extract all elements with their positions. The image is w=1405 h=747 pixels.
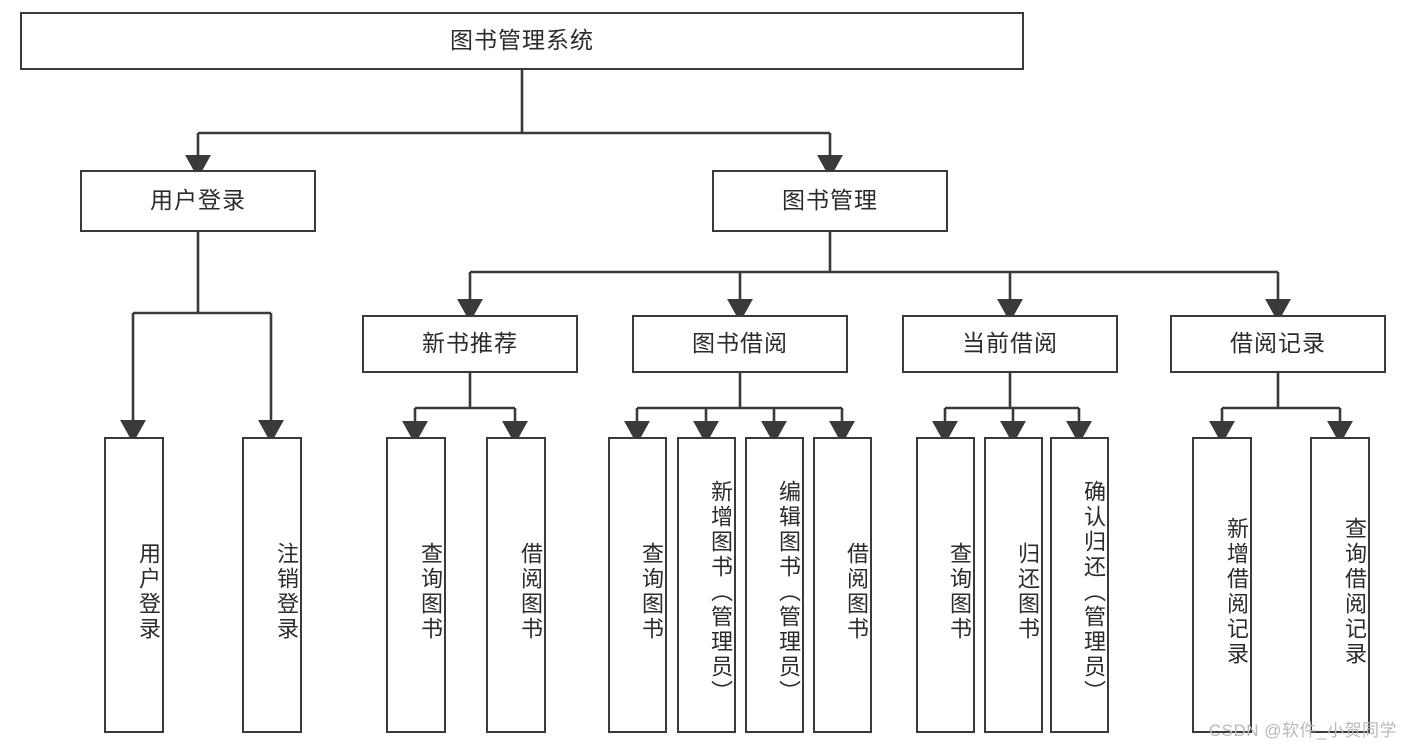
node-label: 借阅记录 <box>1230 330 1326 357</box>
node-label: 编辑图书（管理员） <box>776 479 801 705</box>
csdn-watermark: CSDN @软件_小贺同学 <box>1208 721 1397 740</box>
leaf-user-login[interactable]: 用户登录 <box>104 437 164 733</box>
node-label: 查询图书 <box>418 542 443 642</box>
leaf-borrow-book[interactable]: 借阅图书 <box>813 437 872 733</box>
node-root-system[interactable]: 图书管理系统 <box>20 12 1024 70</box>
leaf-query-book-recommend[interactable]: 查询图书 <box>386 437 446 733</box>
node-label: 新书推荐 <box>422 330 518 357</box>
leaf-add-borrow-record[interactable]: 新增借阅记录 <box>1192 437 1252 733</box>
leaf-logout[interactable]: 注销登录 <box>242 437 302 733</box>
node-label: 查询图书 <box>639 542 664 642</box>
node-book-management[interactable]: 图书管理 <box>712 170 948 232</box>
node-new-book-recommend[interactable]: 新书推荐 <box>362 315 578 373</box>
node-label: 图书管理 <box>782 187 878 214</box>
node-label: 用户登录 <box>150 187 246 214</box>
node-borrow-record[interactable]: 借阅记录 <box>1170 315 1386 373</box>
node-label: 图书管理系统 <box>450 27 594 54</box>
node-label: 注销登录 <box>274 542 299 642</box>
leaf-query-book-current[interactable]: 查询图书 <box>916 437 975 733</box>
leaf-query-book-borrow[interactable]: 查询图书 <box>608 437 667 733</box>
leaf-confirm-return-admin[interactable]: 确认归还（管理员） <box>1050 437 1109 733</box>
node-label: 归还图书 <box>1015 542 1040 642</box>
node-label: 借阅图书 <box>518 542 543 642</box>
node-label: 新增图书（管理员） <box>708 479 733 705</box>
node-current-borrow[interactable]: 当前借阅 <box>902 315 1118 373</box>
node-label: 借阅图书 <box>844 542 869 642</box>
node-label: 查询借阅记录 <box>1342 517 1367 667</box>
node-label: 用户登录 <box>136 542 161 642</box>
node-label: 图书借阅 <box>692 330 788 357</box>
node-label: 新增借阅记录 <box>1224 517 1249 667</box>
node-label: 当前借阅 <box>962 330 1058 357</box>
leaf-query-borrow-record[interactable]: 查询借阅记录 <box>1310 437 1370 733</box>
node-book-borrow[interactable]: 图书借阅 <box>632 315 848 373</box>
node-label: 确认归还（管理员） <box>1081 479 1106 705</box>
node-user-login[interactable]: 用户登录 <box>80 170 316 232</box>
leaf-add-book-admin[interactable]: 新增图书（管理员） <box>677 437 736 733</box>
leaf-return-book[interactable]: 归还图书 <box>984 437 1043 733</box>
node-label: 查询图书 <box>947 542 972 642</box>
leaf-borrow-book-recommend[interactable]: 借阅图书 <box>486 437 546 733</box>
leaf-edit-book-admin[interactable]: 编辑图书（管理员） <box>745 437 804 733</box>
